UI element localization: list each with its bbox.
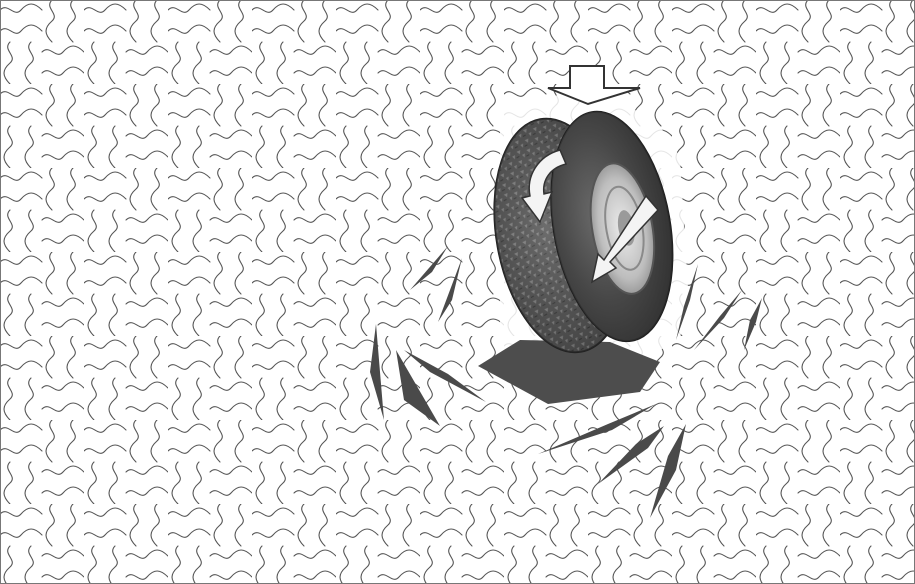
illustration-svg bbox=[0, 0, 915, 584]
illustration-canvas bbox=[0, 0, 915, 584]
paving-stones bbox=[0, 0, 915, 584]
